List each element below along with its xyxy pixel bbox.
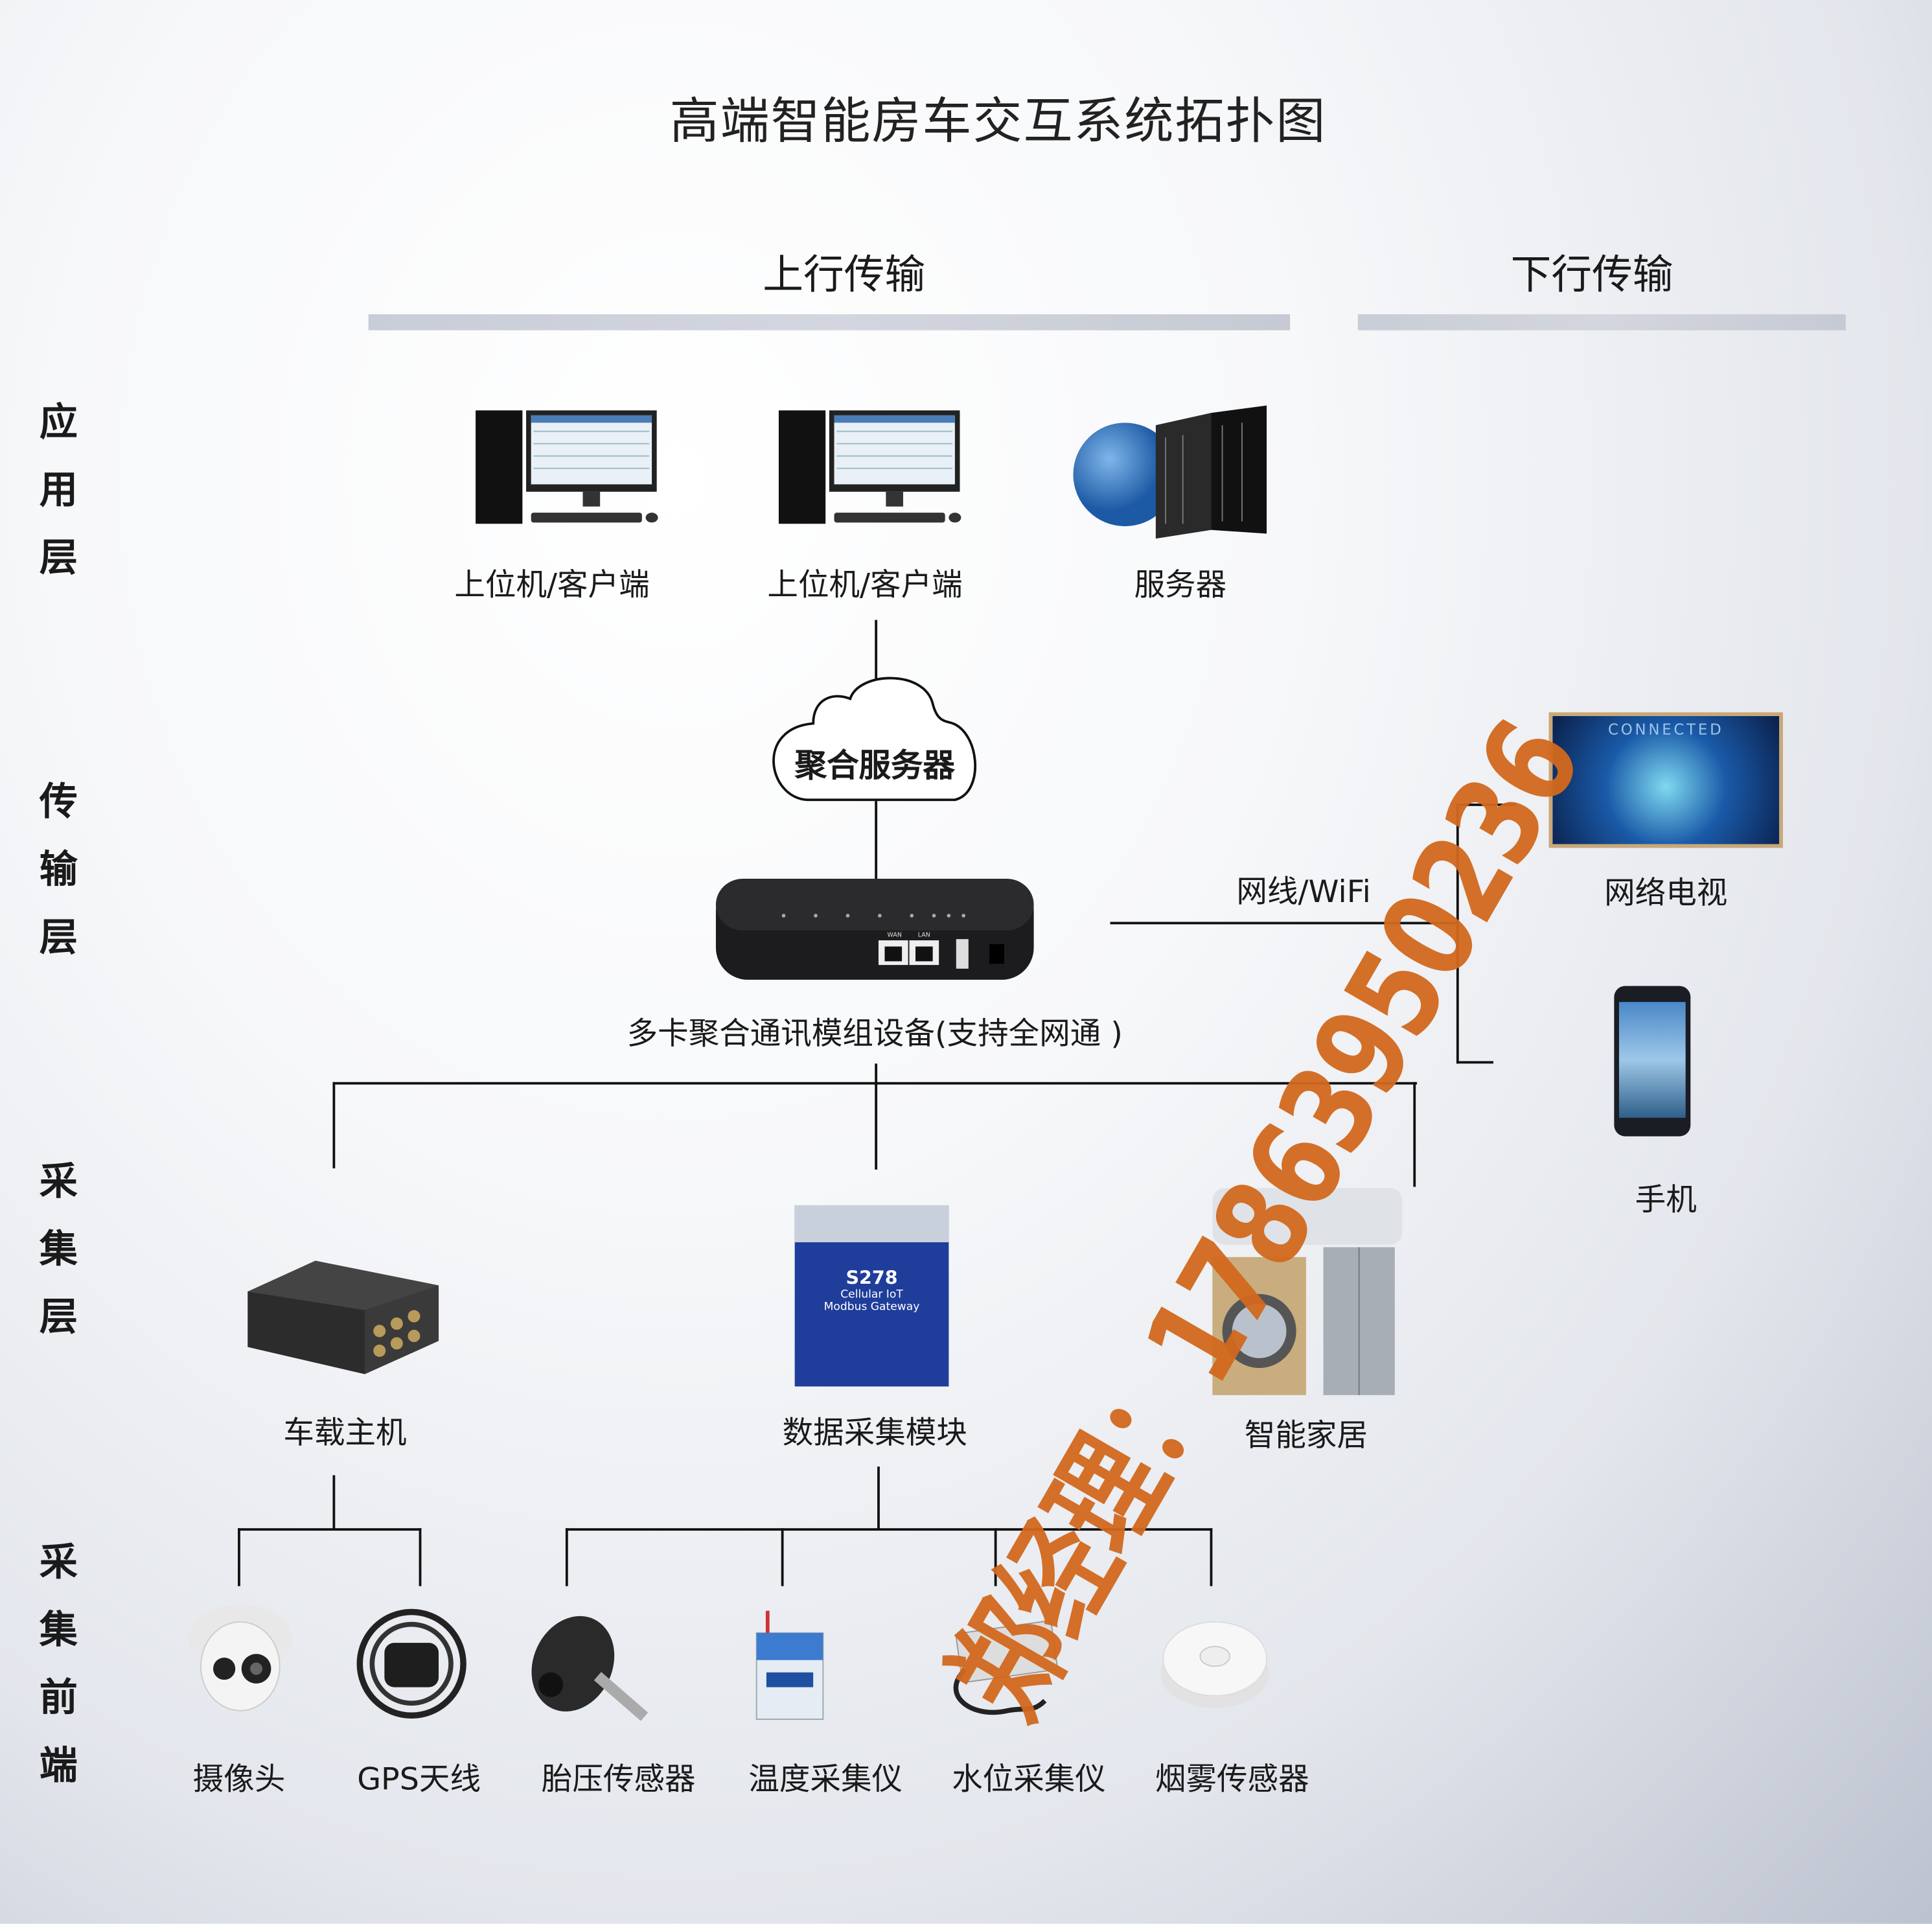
frontend-label-tire: 胎压传感器	[541, 1761, 696, 1797]
layer-label-frontend: 采集前端	[40, 1529, 82, 1800]
frontend-label-gps: GPS天线	[357, 1761, 481, 1797]
layer-label-app: 应用层	[40, 389, 82, 593]
layer-char: 层	[39, 1295, 78, 1340]
desktop-pc-icon	[778, 410, 961, 524]
cloud-icon	[772, 677, 977, 802]
connector-line	[332, 1082, 336, 1168]
connector-line	[332, 1475, 336, 1530]
connector-line	[1456, 1061, 1493, 1064]
layer-char: 传	[39, 780, 78, 825]
frontend-label-smoke: 烟雾传感器	[1155, 1761, 1309, 1797]
frontend-label-camera: 摄像头	[192, 1761, 286, 1797]
downlink-bar	[1357, 314, 1846, 330]
connector-line	[877, 1466, 880, 1530]
temperature-collector-icon	[755, 1610, 824, 1720]
layer-char: 层	[39, 916, 78, 960]
pc-client-2-label: 上位机/客户端	[767, 566, 963, 603]
layer-char: 采	[39, 1159, 78, 1205]
connector-line	[1210, 1528, 1213, 1586]
connector-line	[565, 1528, 1213, 1531]
connector-line	[875, 620, 878, 679]
vehicle-host-icon	[247, 1260, 439, 1374]
frontend-label-temperature: 温度采集仪	[748, 1761, 903, 1797]
connector-line	[332, 1082, 1418, 1085]
phone-label: 手机	[1635, 1181, 1697, 1218]
connector-line	[1456, 803, 1516, 806]
connector-line	[238, 1528, 240, 1586]
connector-line	[781, 1528, 784, 1586]
router-label: 多卡聚合通讯模组设备(支持全网通 )	[627, 1015, 1123, 1052]
connector-line	[238, 1528, 422, 1531]
smart-home-appliances-icon	[1212, 1188, 1403, 1395]
server-globe-icon	[1073, 405, 1267, 539]
tire-pressure-sensor-icon	[531, 1616, 649, 1721]
connector-line	[1110, 921, 1459, 925]
module-model: S278	[845, 1267, 898, 1290]
server-label: 服务器	[1134, 566, 1227, 603]
uplink-bar	[368, 314, 1291, 330]
aggregation-server-label: 聚合服务器	[794, 748, 955, 785]
frontend-label-water-level: 水位采集仪	[952, 1761, 1106, 1797]
vehicle-host-label: 车载主机	[283, 1415, 407, 1451]
smart-tv-icon: CONNECTED	[1548, 712, 1783, 848]
connector-line	[994, 1528, 997, 1586]
smartphone-icon	[1614, 986, 1691, 1137]
lan-port-label: LAN	[918, 931, 930, 938]
layer-char: 应	[39, 400, 78, 445]
layer-char: 前	[39, 1676, 78, 1721]
water-level-collector-icon	[953, 1620, 1058, 1715]
module-line1: Cellular IoT	[840, 1289, 903, 1302]
layer-char: 集	[39, 1227, 78, 1272]
pc-client-1-label: 上位机/客户端	[454, 566, 650, 603]
data-module-label: 数据采集模块	[782, 1415, 967, 1451]
wan-port-label: WAN	[887, 931, 901, 938]
layer-char: 端	[39, 1744, 78, 1789]
page-title: 高端智能房车交互系统拓扑图	[669, 93, 1327, 151]
connector-line	[419, 1528, 422, 1586]
tv-screen-text: CONNECTED	[1607, 721, 1724, 739]
gps-antenna-icon	[356, 1608, 466, 1719]
layer-char: 输	[39, 848, 78, 892]
uplink-heading: 上行传输	[763, 250, 926, 299]
connector-line	[565, 1528, 568, 1586]
contact-watermark: 郑经理：17863950236	[924, 699, 1609, 1741]
link-label: 网线/WiFi	[1236, 874, 1371, 910]
smoke-sensor-icon	[1160, 1621, 1269, 1708]
connector-line	[1456, 803, 1459, 1064]
desktop-pc-icon	[476, 410, 658, 524]
smart-tv-label: 网络电视	[1604, 875, 1728, 911]
smart-home-label: 智能家居	[1244, 1417, 1368, 1454]
layer-char: 集	[39, 1608, 78, 1653]
layer-char: 用	[39, 468, 78, 513]
connector-line	[1413, 1082, 1416, 1187]
layer-label-transport: 传输层	[40, 769, 82, 973]
module-line2: Modbus Gateway	[823, 1301, 920, 1314]
layer-char: 采	[39, 1540, 78, 1585]
connector-line	[875, 801, 878, 880]
camera-icon	[188, 1605, 292, 1711]
layer-char: 层	[39, 536, 78, 581]
connector-line	[875, 1063, 878, 1170]
downlink-heading: 下行传输	[1510, 250, 1673, 299]
layer-label-collect: 采集层	[40, 1148, 82, 1352]
data-module-icon: S278 Cellular IoT Modbus Gateway	[794, 1205, 949, 1387]
router-icon: WAN LAN	[715, 878, 1034, 980]
